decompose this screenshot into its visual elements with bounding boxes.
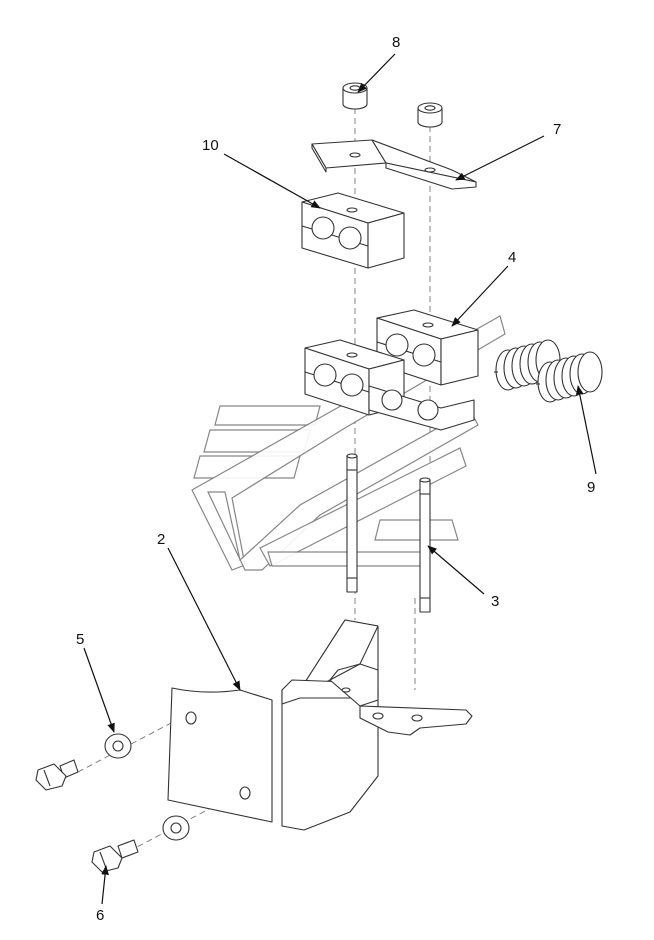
callout-2: 2	[157, 531, 165, 548]
hex-bolt-upper	[35, 759, 79, 791]
washer-upper	[104, 733, 132, 759]
callout-4: 4	[508, 249, 516, 266]
hex-nut-right	[417, 102, 443, 128]
coil-spring-lower	[536, 351, 603, 403]
threaded-stud-right	[419, 477, 431, 613]
callout-8: 8	[392, 34, 400, 51]
lower-clamp-block-bottom	[368, 385, 475, 431]
mounting-bracket	[167, 619, 473, 831]
threaded-stud-left	[346, 453, 358, 593]
callout-labels: 8 7 10 4 9 3 2 5 6	[76, 34, 595, 924]
callout-7: 7	[553, 121, 561, 138]
callout-10: 10	[202, 137, 219, 154]
callout-leaders	[83, 53, 597, 905]
callout-9: 9	[587, 479, 595, 496]
callout-6: 6	[96, 907, 104, 924]
callout-5: 5	[76, 631, 84, 648]
cover-plate	[311, 139, 477, 190]
hex-bolt-lower	[91, 839, 139, 873]
callout-3: 3	[491, 593, 499, 610]
washer-lower	[162, 815, 190, 841]
upper-clamp-block	[301, 192, 405, 269]
